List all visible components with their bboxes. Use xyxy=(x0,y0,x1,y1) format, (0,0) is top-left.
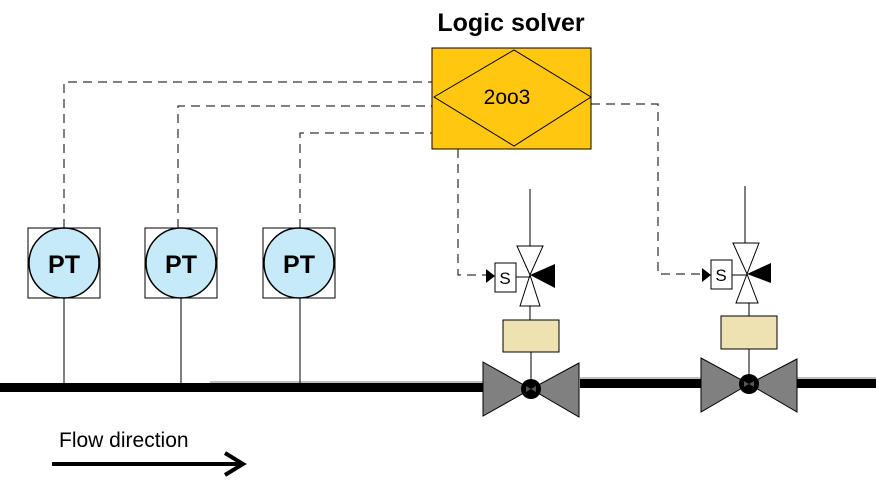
valve-body-right xyxy=(747,358,798,413)
valve-actuator xyxy=(502,319,560,353)
transmitter-label: PT xyxy=(283,251,315,279)
signal-arrowhead xyxy=(486,269,495,283)
diagram-title: Logic solver xyxy=(437,9,585,37)
pipe-segment xyxy=(0,383,484,392)
pipe-segment xyxy=(580,379,703,388)
signal-arrowhead xyxy=(702,268,711,282)
pressure-transmitter-1: PT xyxy=(27,227,101,384)
transmitter-bubble xyxy=(28,227,100,299)
solenoid-valve-port xyxy=(747,263,771,283)
solenoid-label: S xyxy=(715,266,726,285)
transmitter-label: PT xyxy=(165,251,197,279)
flow-direction-label: Flow direction xyxy=(59,429,189,452)
solenoid-valve-bottom xyxy=(735,272,759,304)
signal-line-valve1 xyxy=(457,149,488,276)
pipe-segment xyxy=(797,379,876,388)
solenoid-valve-port xyxy=(530,264,555,288)
logic-solver-label: 2oo3 xyxy=(484,86,531,109)
valve-mark xyxy=(531,386,536,392)
signal-lines xyxy=(63,81,703,276)
valve-mark xyxy=(744,381,749,387)
solenoid-valve-top xyxy=(516,245,544,277)
pressure-transmitter-3: PT xyxy=(262,227,336,384)
logic-solver-diamond xyxy=(433,49,592,147)
logic-solver-box xyxy=(431,47,592,150)
flow-direction-indicator: Flow direction xyxy=(52,429,247,477)
signal-line-pt2 xyxy=(177,105,432,228)
solenoid-box xyxy=(710,259,733,290)
solenoid-valve-bottom xyxy=(519,273,541,307)
transmitter-label: PT xyxy=(48,251,80,279)
valve-body-right xyxy=(529,362,580,418)
valve-body-left xyxy=(700,357,751,413)
pressure-transmitter-2: PT xyxy=(144,227,218,384)
logic-solver: 2oo3 xyxy=(431,47,592,150)
transmitter-bubble xyxy=(263,227,335,299)
valve-mark xyxy=(749,381,754,387)
pipe-highlight xyxy=(210,381,484,383)
shutdown-valve-1: S xyxy=(482,189,580,418)
transmitter-bubble xyxy=(145,227,217,299)
valve-actuator xyxy=(720,315,778,350)
process-pipe xyxy=(0,377,876,392)
signal-line-pt3 xyxy=(299,132,432,228)
valve-mark xyxy=(526,386,531,392)
valve-body-left xyxy=(482,361,533,417)
solenoid-label: S xyxy=(499,269,510,288)
signal-line-pt1 xyxy=(63,81,432,228)
pipe-highlight xyxy=(797,377,876,379)
signal-line-valve2 xyxy=(591,103,703,275)
solenoid-valve-top xyxy=(732,242,760,276)
pipe-highlight xyxy=(580,377,703,379)
solenoid-box xyxy=(494,262,517,293)
flow-arrow-head xyxy=(223,451,247,477)
shutdown-valve-2: S xyxy=(700,186,798,413)
